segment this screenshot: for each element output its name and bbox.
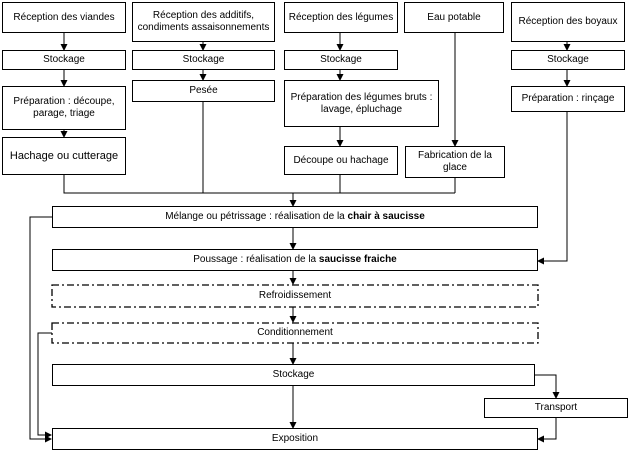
box-stockage-final: Stockage (52, 364, 535, 386)
stockage-additifs-label: Stockage (182, 54, 225, 65)
stockage-boyaux-label: Stockage (547, 54, 589, 65)
poussage-label: Poussage : réalisation de la saucisse fr… (193, 254, 396, 266)
box-fabrication-glace: Fabrication de la glace (405, 146, 505, 178)
reception-boyaux-label: Réception des boyaux (518, 16, 618, 27)
reception-viandes-label: Réception des viandes (13, 11, 115, 23)
hachage-label: Hachage ou cutterage (9, 150, 119, 162)
box-stockage-viandes: Stockage (2, 50, 126, 70)
preparation-boyaux-label: Préparation : rinçage (521, 93, 615, 104)
melange-label: Mélange ou pétrissage : réalisation de l… (165, 211, 425, 223)
stockage-legumes-label: Stockage (320, 54, 362, 65)
melange-bold: chair à saucisse (347, 211, 425, 222)
eau-potable-label: Eau potable (427, 11, 481, 23)
line-hachage-bus (63, 175, 455, 194)
exposition-label: Exposition (271, 433, 319, 444)
conditionnement-frame (51, 322, 539, 344)
box-reception-boyaux: Réception des boyaux (511, 2, 625, 42)
arrow-transport-exposition (537, 418, 557, 443)
box-preparation-viandes: Préparation : découpe, parage, triage (2, 86, 126, 130)
box-preparation-legumes: Préparation des légumes bruts : lavage, … (284, 80, 439, 127)
transport-label: Transport (534, 402, 578, 413)
box-hachage: Hachage ou cutterage (2, 137, 126, 175)
arrow-stockage-transport (535, 374, 560, 399)
box-pesee: Pesée (132, 80, 275, 102)
decoupe-legumes-label: Découpe ou hachage (293, 154, 389, 166)
box-stockage-legumes: Stockage (284, 50, 398, 70)
preparation-legumes-label: Préparation des légumes bruts : lavage, … (290, 91, 433, 115)
reception-additifs-label: Réception des additifs, condiments assai… (137, 10, 270, 33)
reception-legumes-label: Réception des légumes (288, 11, 394, 23)
refroidissement-frame (51, 284, 539, 308)
poussage-prefix: Poussage : réalisation de la (193, 254, 319, 265)
box-reception-legumes: Réception des légumes (284, 2, 398, 33)
box-reception-additifs: Réception des additifs, condiments assai… (132, 2, 275, 42)
box-decoupe-legumes: Découpe ou hachage (284, 146, 398, 175)
box-stockage-additifs: Stockage (132, 50, 275, 70)
poussage-bold: saucisse fraiche (318, 254, 397, 265)
box-stockage-boyaux: Stockage (511, 50, 625, 70)
box-transport: Transport (484, 398, 628, 418)
stockage-viandes-label: Stockage (43, 54, 85, 65)
arrow-cond-exposition (37, 332, 52, 439)
conditionnement-label: Conditionnement (257, 327, 333, 338)
box-exposition: Exposition (52, 428, 538, 450)
pesee-label: Pesée (189, 85, 218, 96)
preparation-viandes-label: Préparation : découpe, parage, triage (13, 96, 115, 119)
refroidissement-label: Refroidissement (258, 290, 332, 301)
box-melange: Mélange ou pétrissage : réalisation de l… (52, 206, 538, 228)
box-refroidissement: Refroidissement (54, 287, 536, 305)
box-preparation-boyaux: Préparation : rinçage (511, 86, 625, 112)
box-eau-potable: Eau potable (404, 2, 504, 33)
box-reception-viandes: Réception des viandes (2, 2, 126, 33)
fabrication-glace-label: Fabrication de la glace (418, 150, 492, 173)
box-poussage: Poussage : réalisation de la saucisse fr… (52, 249, 538, 271)
stockage-final-label: Stockage (272, 369, 315, 380)
arrow-boyaux-poussage (537, 112, 568, 265)
box-conditionnement: Conditionnement (54, 324, 536, 342)
melange-prefix: Mélange ou pétrissage : réalisation de l… (165, 211, 348, 222)
arrow-melange-exposition (29, 216, 52, 443)
